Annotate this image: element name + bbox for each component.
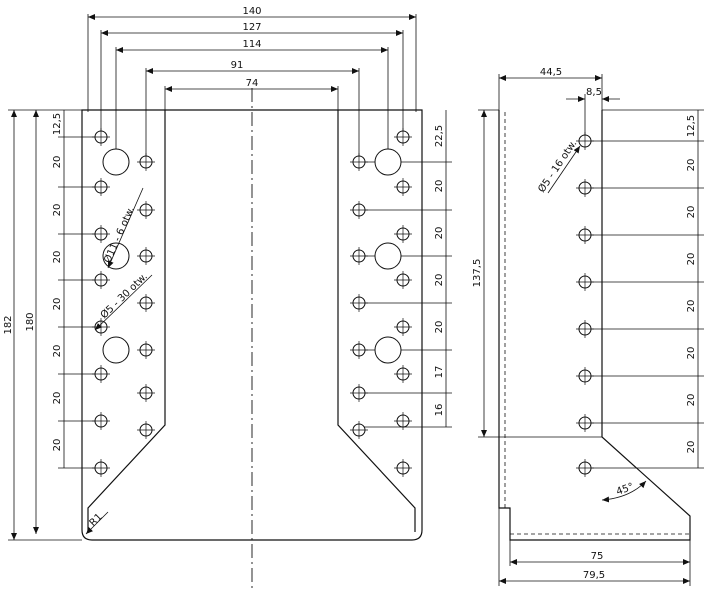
left-spacing-5: 20 [52,345,63,358]
small-hole [92,412,110,430]
small-hole [137,421,155,439]
side-spacing-3: 20 [686,253,697,266]
side-outline [498,110,691,541]
small-hole [394,128,412,146]
small-hole [137,294,155,312]
callout-leader-small [94,274,153,331]
left-spacing-4: 20 [52,298,63,311]
left-spacing-0: 12,5 [52,113,63,135]
small-hole [137,384,155,402]
small-hole [394,365,412,383]
front-view: 140 127 114 91 74 182 180 12,5 20 20 [3,6,452,592]
front-outline [81,109,423,541]
dim-74: 74 [246,78,259,89]
side-hole [576,273,594,291]
small-hole [92,318,110,336]
side-holes [576,132,594,477]
small-hole [137,247,155,265]
side-spacing-chain [585,109,704,469]
front-notch-right [337,110,416,532]
right-spacing-2: 20 [434,227,445,240]
dim-182: 182 [3,315,14,334]
small-hole [92,178,110,196]
small-hole [92,128,110,146]
small-hole [350,421,368,439]
side-hole [576,132,594,150]
side-hole [576,179,594,197]
small-hole [394,225,412,243]
right-spacing-0: 22,5 [434,125,445,147]
side-callout-leader [547,145,581,194]
side-hole [576,367,594,385]
dim-91: 91 [231,60,244,71]
small-hole [92,271,110,289]
small-hole [350,153,368,171]
right-spacing-6: 16 [434,404,445,417]
side-dim-8-5: 8,5 [586,87,602,98]
angle-arc [601,480,647,503]
side-hole [576,320,594,338]
small-hole [394,412,412,430]
left-spacing-6: 20 [52,392,63,405]
dim-114: 114 [242,39,261,50]
side-spacing-5: 20 [686,347,697,360]
small-hole [394,318,412,336]
small-hole [350,294,368,312]
side-hole [576,226,594,244]
small-hole [350,247,368,265]
front-small-holes [92,128,412,477]
side-dim-137-5: 137,5 [472,259,483,288]
left-spacing-3: 20 [52,251,63,264]
small-hole [394,271,412,289]
small-hole [350,341,368,359]
small-hole [394,459,412,477]
side-hole [576,414,594,432]
side-spacing-6: 20 [686,394,697,407]
front-extension-lines [87,14,417,160]
left-spacing-1: 20 [52,156,63,169]
radius-leader [85,511,109,535]
left-spacing-chain [58,110,100,469]
dim-180: 180 [25,312,36,331]
small-hole [137,153,155,171]
side-spacing-1: 20 [686,159,697,172]
side-spacing-7: 20 [686,441,697,454]
dim-140: 140 [242,6,261,17]
right-spacing-4: 20 [434,321,445,334]
front-notch [87,110,166,532]
side-view: 44,5 8,5 137,5 12,5 20 20 20 20 20 20 [472,67,704,586]
side-spacing-2: 20 [686,206,697,219]
side-spacing-4: 20 [686,300,697,313]
side-callout: Ø5 - 16 otw. [536,138,580,195]
small-hole [394,178,412,196]
right-spacing-3: 20 [434,274,445,287]
side-dim-75: 75 [591,551,604,562]
small-hole [92,459,110,477]
small-hole [137,201,155,219]
front-large-holes [102,148,402,364]
side-hole [576,459,594,477]
dim-127: 127 [242,22,261,33]
left-spacing-2: 20 [52,204,63,217]
small-hole [137,341,155,359]
right-spacing-5: 17 [434,366,445,379]
side-dim-79-5: 79,5 [583,570,605,581]
callout-leader-large [107,187,144,269]
small-hole [92,225,110,243]
small-hole [350,384,368,402]
right-spacing-1: 20 [434,180,445,193]
right-spacing-chain [360,110,452,428]
side-dim-44-5: 44,5 [540,67,562,78]
angle-label: 45° [615,481,635,497]
side-spacing-0: 12,5 [686,115,697,137]
small-hole [350,201,368,219]
left-spacing-7: 20 [52,439,63,452]
radius-label: R1 [88,512,105,529]
small-hole [92,365,110,383]
